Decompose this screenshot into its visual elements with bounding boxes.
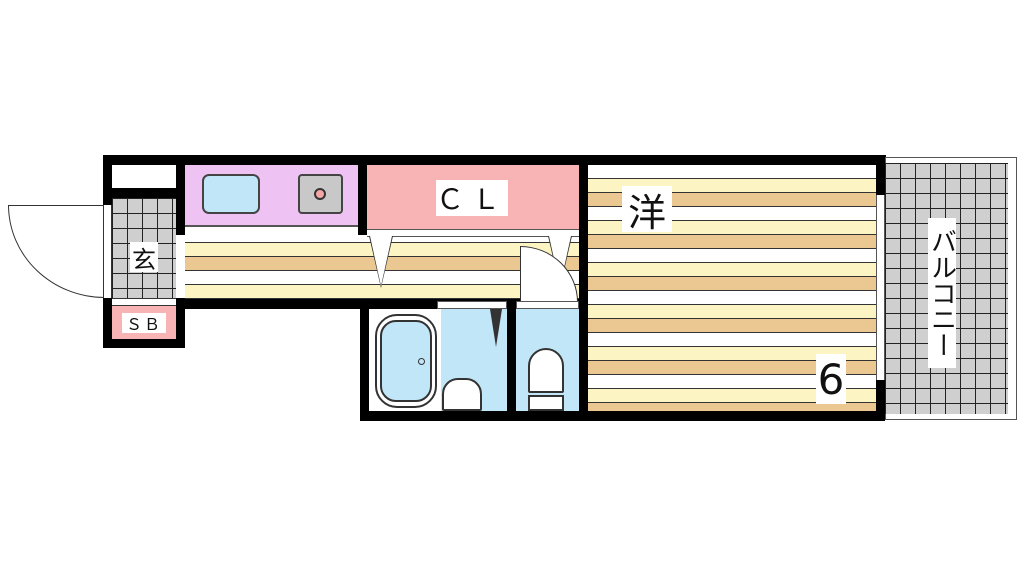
entrance-door-leaf <box>103 205 112 298</box>
toilet-door-frame <box>516 301 579 309</box>
toilet-icon <box>528 348 564 393</box>
wall <box>103 188 185 198</box>
western-room-size: 6 <box>816 354 846 404</box>
closet-door-marker <box>370 236 392 286</box>
sink <box>202 174 260 214</box>
western-room-label: 洋 <box>622 186 672 235</box>
wall <box>103 155 112 205</box>
balcony-window[interactable] <box>876 195 885 380</box>
entrance-label: 玄 <box>130 242 158 274</box>
bathroom-door[interactable] <box>437 301 507 309</box>
closet-label: ＣＬ <box>436 180 508 216</box>
wall <box>507 299 516 421</box>
wall <box>876 155 885 195</box>
wall <box>176 299 596 309</box>
bathtub-drain-icon <box>418 358 425 365</box>
balcony-label: バルコニー <box>927 218 957 368</box>
stove-burner-icon <box>314 188 326 200</box>
wall <box>176 155 886 165</box>
wall <box>176 298 185 348</box>
closet-doors[interactable] <box>367 229 579 237</box>
wall <box>103 155 185 165</box>
wall <box>360 411 885 421</box>
wall <box>360 299 369 421</box>
wall <box>579 155 588 420</box>
wall <box>103 298 112 348</box>
shoe-box-door <box>112 298 176 306</box>
toilet-tank <box>528 395 564 411</box>
wall <box>176 165 185 235</box>
entrance-door[interactable] <box>8 205 105 298</box>
washbasin <box>442 378 482 411</box>
wall <box>876 380 885 420</box>
wall <box>103 339 185 348</box>
bathroom-door-marker <box>490 309 502 347</box>
wall <box>358 165 367 235</box>
shoe-box-label: ＳＢ <box>122 313 166 334</box>
